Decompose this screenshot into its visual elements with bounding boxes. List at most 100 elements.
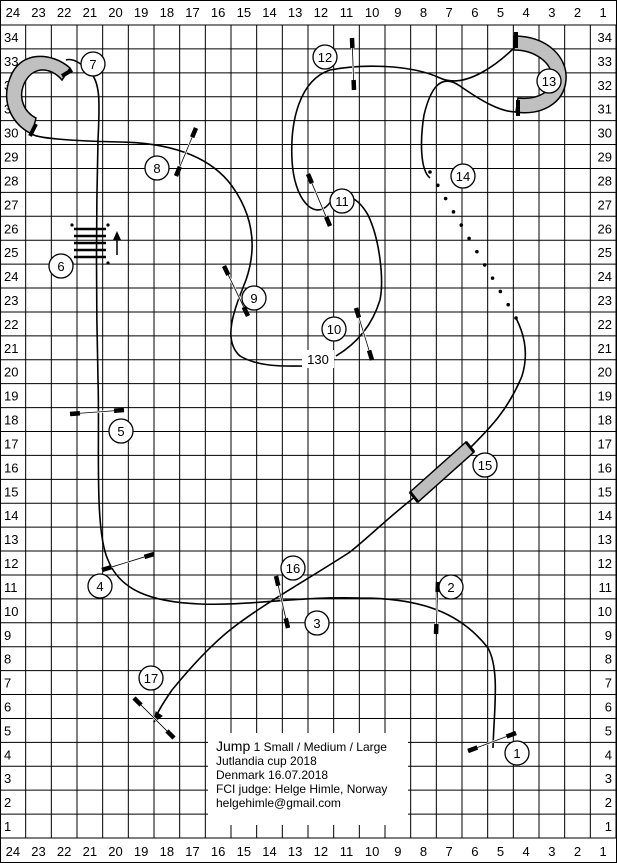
obstacle-number-6: 6 — [48, 253, 74, 279]
row-label-left: 33 — [4, 54, 18, 69]
weave-pole — [459, 223, 464, 227]
row-label-right: 25 — [598, 245, 612, 260]
col-label-bottom: 2 — [574, 844, 581, 859]
row-label-left: 34 — [4, 30, 18, 45]
obstacle-number-17: 17 — [138, 665, 164, 691]
col-label-top: 3 — [548, 5, 555, 20]
obstacle-number-text: 8 — [153, 161, 160, 176]
col-label-top: 11 — [340, 5, 354, 20]
row-label-left: 18 — [4, 413, 18, 428]
row-label-left: 11 — [4, 580, 18, 595]
jump-2 — [433, 581, 441, 635]
course-info-box: Jump 1 Small / Medium / Large Jutlandia … — [208, 733, 408, 825]
col-label-bottom: 23 — [31, 844, 45, 859]
row-label-left: 12 — [4, 556, 18, 571]
row-label-right: 1 — [605, 819, 612, 834]
row-label-left: 8 — [4, 652, 11, 667]
row-label-right: 26 — [598, 221, 612, 236]
jump-11 — [305, 173, 333, 227]
obstacle-number-text: 10 — [327, 322, 341, 337]
row-label-left: 30 — [4, 126, 18, 141]
row-label-left: 6 — [4, 699, 11, 714]
course-length-text: 130 — [307, 352, 329, 367]
obstacle-number-text: 1 — [513, 746, 520, 761]
weave-pole — [467, 236, 471, 241]
row-label-left: 28 — [4, 173, 18, 188]
dog-path — [31, 45, 527, 749]
info-judge: FCI judge: Helge Himle, Norway — [216, 782, 388, 796]
col-label-bottom: 18 — [160, 844, 174, 859]
obstacle-number-text: 16 — [286, 561, 300, 576]
jump-3 — [273, 575, 291, 629]
info-email: helgehimle@gmail.com — [216, 796, 341, 810]
col-label-top: 4 — [523, 5, 530, 20]
jump-10 — [353, 307, 375, 361]
info-event: Jutlandia cup 2018 — [216, 754, 317, 768]
jump-8 — [173, 127, 199, 177]
col-label-bottom: 24 — [6, 844, 20, 859]
jump-4 — [101, 551, 155, 573]
row-label-right: 32 — [598, 78, 612, 93]
col-label-top: 8 — [420, 5, 427, 20]
row-label-right: 29 — [598, 150, 612, 165]
info-title-big: Jump — [216, 738, 251, 754]
obstacle-number-10: 10 — [321, 316, 347, 342]
obstacle-number-4: 4 — [87, 573, 113, 599]
row-label-right: 14 — [598, 508, 612, 523]
row-label-left: 26 — [4, 221, 18, 236]
col-label-top: 5 — [497, 5, 504, 20]
col-label-top: 1 — [600, 5, 607, 20]
row-label-left: 25 — [4, 245, 18, 260]
row-label-right: 33 — [598, 54, 612, 69]
col-label-bottom: 6 — [471, 844, 478, 859]
obstacle-number-text: 3 — [313, 616, 320, 631]
info-date: Denmark 16.07.2018 — [216, 768, 329, 782]
obstacle-number-12: 12 — [312, 44, 338, 70]
row-label-left: 9 — [4, 628, 11, 643]
col-label-top: 19 — [134, 5, 148, 20]
col-label-top: 6 — [471, 5, 478, 20]
col-label-top: 14 — [262, 5, 276, 20]
col-label-bottom: 22 — [57, 844, 71, 859]
jump-9 — [221, 265, 251, 317]
obstacle-number-5: 5 — [108, 418, 134, 444]
row-label-right: 9 — [605, 628, 612, 643]
col-label-top: 24 — [6, 5, 20, 20]
row-label-left: 17 — [4, 436, 18, 451]
col-label-bottom: 13 — [288, 844, 302, 859]
col-label-top: 2 — [574, 5, 581, 20]
col-label-top: 21 — [83, 5, 97, 20]
row-label-left: 5 — [4, 723, 11, 738]
tunnel-13 — [513, 32, 567, 116]
row-label-right: 16 — [598, 460, 612, 475]
col-label-bottom: 8 — [420, 844, 427, 859]
row-label-right: 5 — [605, 723, 612, 738]
col-label-top: 7 — [446, 5, 453, 20]
info-title-rest: 1 Small / Medium / Large — [250, 740, 387, 754]
obstacle-number-text: 6 — [57, 259, 64, 274]
direction-arrow-icon — [113, 231, 121, 240]
row-label-left: 24 — [4, 269, 18, 284]
weave-pole — [490, 276, 495, 280]
row-label-right: 10 — [598, 604, 612, 619]
weave-pole — [482, 263, 487, 267]
tire-15 — [408, 440, 476, 504]
obstacle-number-text: 13 — [542, 74, 556, 89]
row-label-right: 24 — [598, 269, 612, 284]
row-label-left: 20 — [4, 365, 18, 380]
obstacle-number-1: 1 — [504, 740, 530, 766]
row-label-left: 4 — [4, 747, 11, 762]
info-title: Jump 1 Small / Medium / Large — [216, 739, 408, 754]
row-label-left: 3 — [4, 771, 11, 786]
col-label-bottom: 7 — [446, 844, 453, 859]
col-label-top: 22 — [57, 5, 71, 20]
col-label-top: 12 — [314, 5, 328, 20]
col-label-bottom: 1 — [600, 844, 607, 859]
obstacle-number-9: 9 — [241, 285, 267, 311]
col-label-top: 20 — [108, 5, 122, 20]
col-label-bottom: 20 — [108, 844, 122, 859]
row-label-right: 20 — [598, 365, 612, 380]
row-label-right: 17 — [598, 436, 612, 451]
col-label-bottom: 5 — [497, 844, 504, 859]
